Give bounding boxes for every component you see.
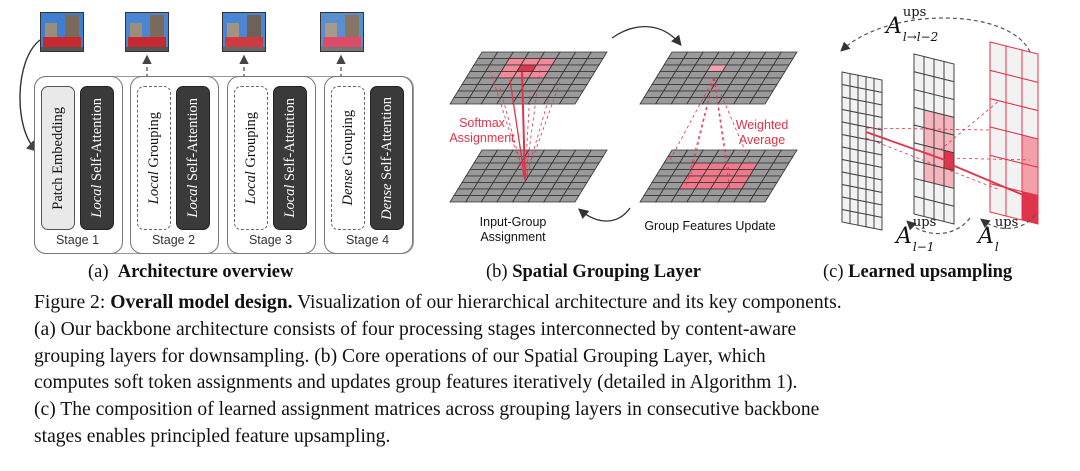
top-right-grid — [639, 51, 798, 105]
bottom-left-grid — [449, 149, 608, 203]
stage-4-self-attention-block: Dense Self-Attention — [370, 86, 404, 230]
stage-2-self-attention-block: Local Self-Attention — [176, 86, 210, 230]
panel-a-caption: (a) Architecture overview — [88, 262, 294, 282]
bottom-cycle-arrow — [578, 207, 631, 222]
group-features-update-label: Group Features Update — [644, 219, 776, 233]
caption-line-6: stages enables principled feature upsamp… — [34, 425, 391, 447]
stage-1-self-attention-block: Local Self-Attention — [80, 86, 114, 230]
input-image-stage-2 — [125, 12, 169, 52]
stage-4-label: Stage 4 — [345, 233, 390, 247]
input-image-stage-1 — [40, 12, 84, 52]
caption-line-4: computes soft token assignments and upda… — [34, 372, 798, 394]
stage-3-label: Stage 3 — [248, 233, 293, 247]
upsampling-diagram — [840, 17, 1039, 235]
mid-matrix — [913, 53, 955, 225]
spatial-grouping-diagram — [449, 26, 798, 222]
stage-2-label: Stage 2 — [151, 233, 196, 247]
top-composition-arrow — [840, 17, 1031, 53]
bottom-left-arrow — [906, 217, 971, 235]
input-image-stage-4 — [320, 12, 364, 52]
patch-embedding-block: Patch Embedding — [41, 86, 75, 230]
bottom-right-grid — [639, 149, 798, 203]
top-cycle-arrow — [611, 26, 682, 47]
bottom-right-arrow — [980, 214, 1036, 230]
stage-3-self-attention-block: Local Self-Attention — [273, 86, 307, 230]
caption-line-1: Figure 2: Overall model design. Visualiz… — [34, 292, 842, 313]
figure-caption: Figure 2: Overall model design. Visualiz… — [34, 290, 1050, 451]
caption-line-5: (c) The composition of learned assignmen… — [34, 399, 820, 421]
input-image-stage-3 — [222, 12, 266, 52]
panel-c-caption: (c) Learned upsampling — [823, 262, 1013, 282]
fine-matrix — [841, 71, 883, 231]
stage-2-grouping-block: Local Grouping — [137, 86, 171, 230]
coarse-matrix — [989, 41, 1039, 225]
caption-line-2: (a) Our backbone architecture consists o… — [34, 318, 797, 340]
stage-3-grouping-block: Local Grouping — [234, 86, 268, 230]
top-left-grid — [449, 51, 608, 105]
panel-b-caption: (b) Spatial Grouping Layer — [486, 262, 702, 282]
stage-1-label: Stage 1 — [55, 233, 100, 247]
caption-line-3: grouping layers for downsampling. (b) Co… — [34, 345, 766, 367]
stage-4-grouping-block: Dense Grouping — [331, 86, 365, 230]
